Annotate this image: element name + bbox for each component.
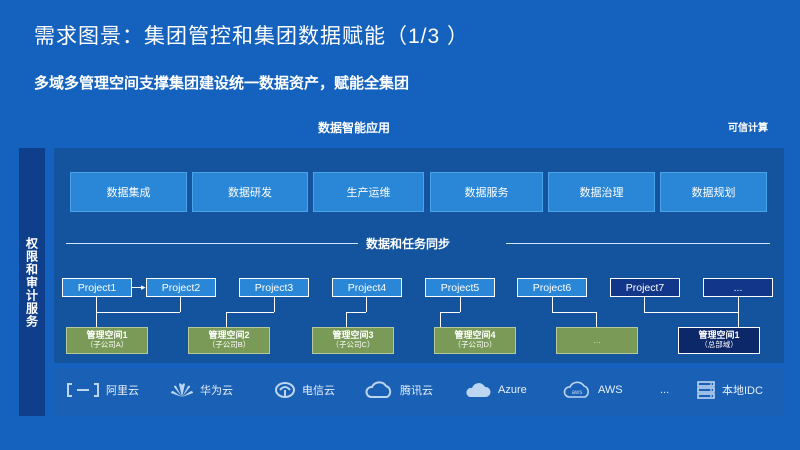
arrow-line — [132, 287, 144, 288]
project-box[interactable]: Project4 — [332, 278, 402, 297]
auth-audit-label: 权限和审计服务 — [24, 236, 39, 328]
project-box[interactable]: Project1 — [62, 278, 132, 297]
connector — [274, 297, 275, 312]
trusted-computing-label: 可信计算 — [728, 123, 768, 134]
project-box[interactable]: Project5 — [425, 278, 495, 297]
connector — [596, 312, 597, 327]
management-space[interactable]: ... — [556, 327, 638, 354]
svg-text:aws: aws — [572, 390, 583, 396]
connector — [644, 297, 645, 312]
app-module[interactable]: 数据集成 — [70, 172, 187, 212]
connector — [460, 297, 461, 312]
connector — [226, 312, 227, 327]
cloud-panel — [54, 368, 784, 416]
connector — [346, 312, 366, 313]
project-box[interactable]: Project7 — [610, 278, 680, 297]
data-intelligence-label: 数据智能应用 — [318, 121, 391, 135]
arrow-head-icon: ▸ — [141, 282, 146, 292]
cloud-provider[interactable]: Azure — [464, 378, 527, 402]
connector — [738, 297, 739, 327]
connector — [366, 297, 367, 312]
cloud-provider[interactable]: 本地IDC — [696, 378, 763, 402]
app-module[interactable]: 数据服务 — [430, 172, 543, 212]
sync-divider-left — [66, 243, 358, 244]
connector — [440, 312, 460, 313]
tencent-icon — [364, 381, 394, 399]
management-space[interactable]: 管理空间2 （子公司B） — [188, 327, 270, 354]
cloud-provider[interactable]: aws AWS — [562, 378, 623, 402]
project-box[interactable]: Project2 — [146, 278, 216, 297]
page-title: 需求图景：集团管控和集团数据赋能（1/3 ） — [34, 25, 470, 48]
telecom-icon — [274, 380, 296, 400]
project-box[interactable]: Project3 — [239, 278, 309, 297]
project-box[interactable]: Project6 — [517, 278, 587, 297]
connector — [552, 312, 596, 313]
connector — [226, 312, 274, 313]
app-module[interactable]: 数据规划 — [660, 172, 767, 212]
app-module[interactable]: 数据治理 — [548, 172, 655, 212]
management-space-hq[interactable]: 管理空间1 （总部域） — [678, 327, 760, 354]
azure-icon — [464, 381, 492, 399]
cloud-ellipsis: ... — [660, 384, 670, 396]
huawei-icon — [170, 381, 194, 399]
aws-icon: aws — [562, 380, 592, 400]
connector — [552, 297, 553, 312]
project-box[interactable]: ... — [703, 278, 773, 297]
page-subtitle: 多域多管理空间支撑集团建设统一数据资产，赋能全集团 — [34, 75, 410, 92]
management-space[interactable]: 管理空间4 （子公司D） — [434, 327, 516, 354]
server-icon — [696, 380, 716, 400]
cloud-provider[interactable]: 华为云 — [170, 378, 233, 402]
management-space[interactable]: 管理空间1 （子公司A） — [66, 327, 148, 354]
cloud-provider[interactable]: 阿里云 — [66, 378, 139, 402]
connector — [96, 312, 180, 313]
app-module[interactable]: 数据研发 — [192, 172, 308, 212]
cloud-provider[interactable]: 电信云 — [274, 378, 335, 402]
sync-label: 数据和任务同步 — [366, 237, 451, 251]
connector — [180, 297, 181, 312]
connector — [644, 312, 738, 313]
sync-divider-right — [506, 243, 770, 244]
connector — [440, 312, 441, 327]
app-module[interactable]: 生产运维 — [313, 172, 424, 212]
connector — [346, 312, 347, 327]
auth-audit-sidebar: 权限和审计服务 — [19, 148, 45, 416]
cloud-provider[interactable]: 腾讯云 — [364, 378, 433, 402]
management-space[interactable]: 管理空间3 （子公司C） — [312, 327, 394, 354]
aliyun-icon — [66, 383, 100, 397]
